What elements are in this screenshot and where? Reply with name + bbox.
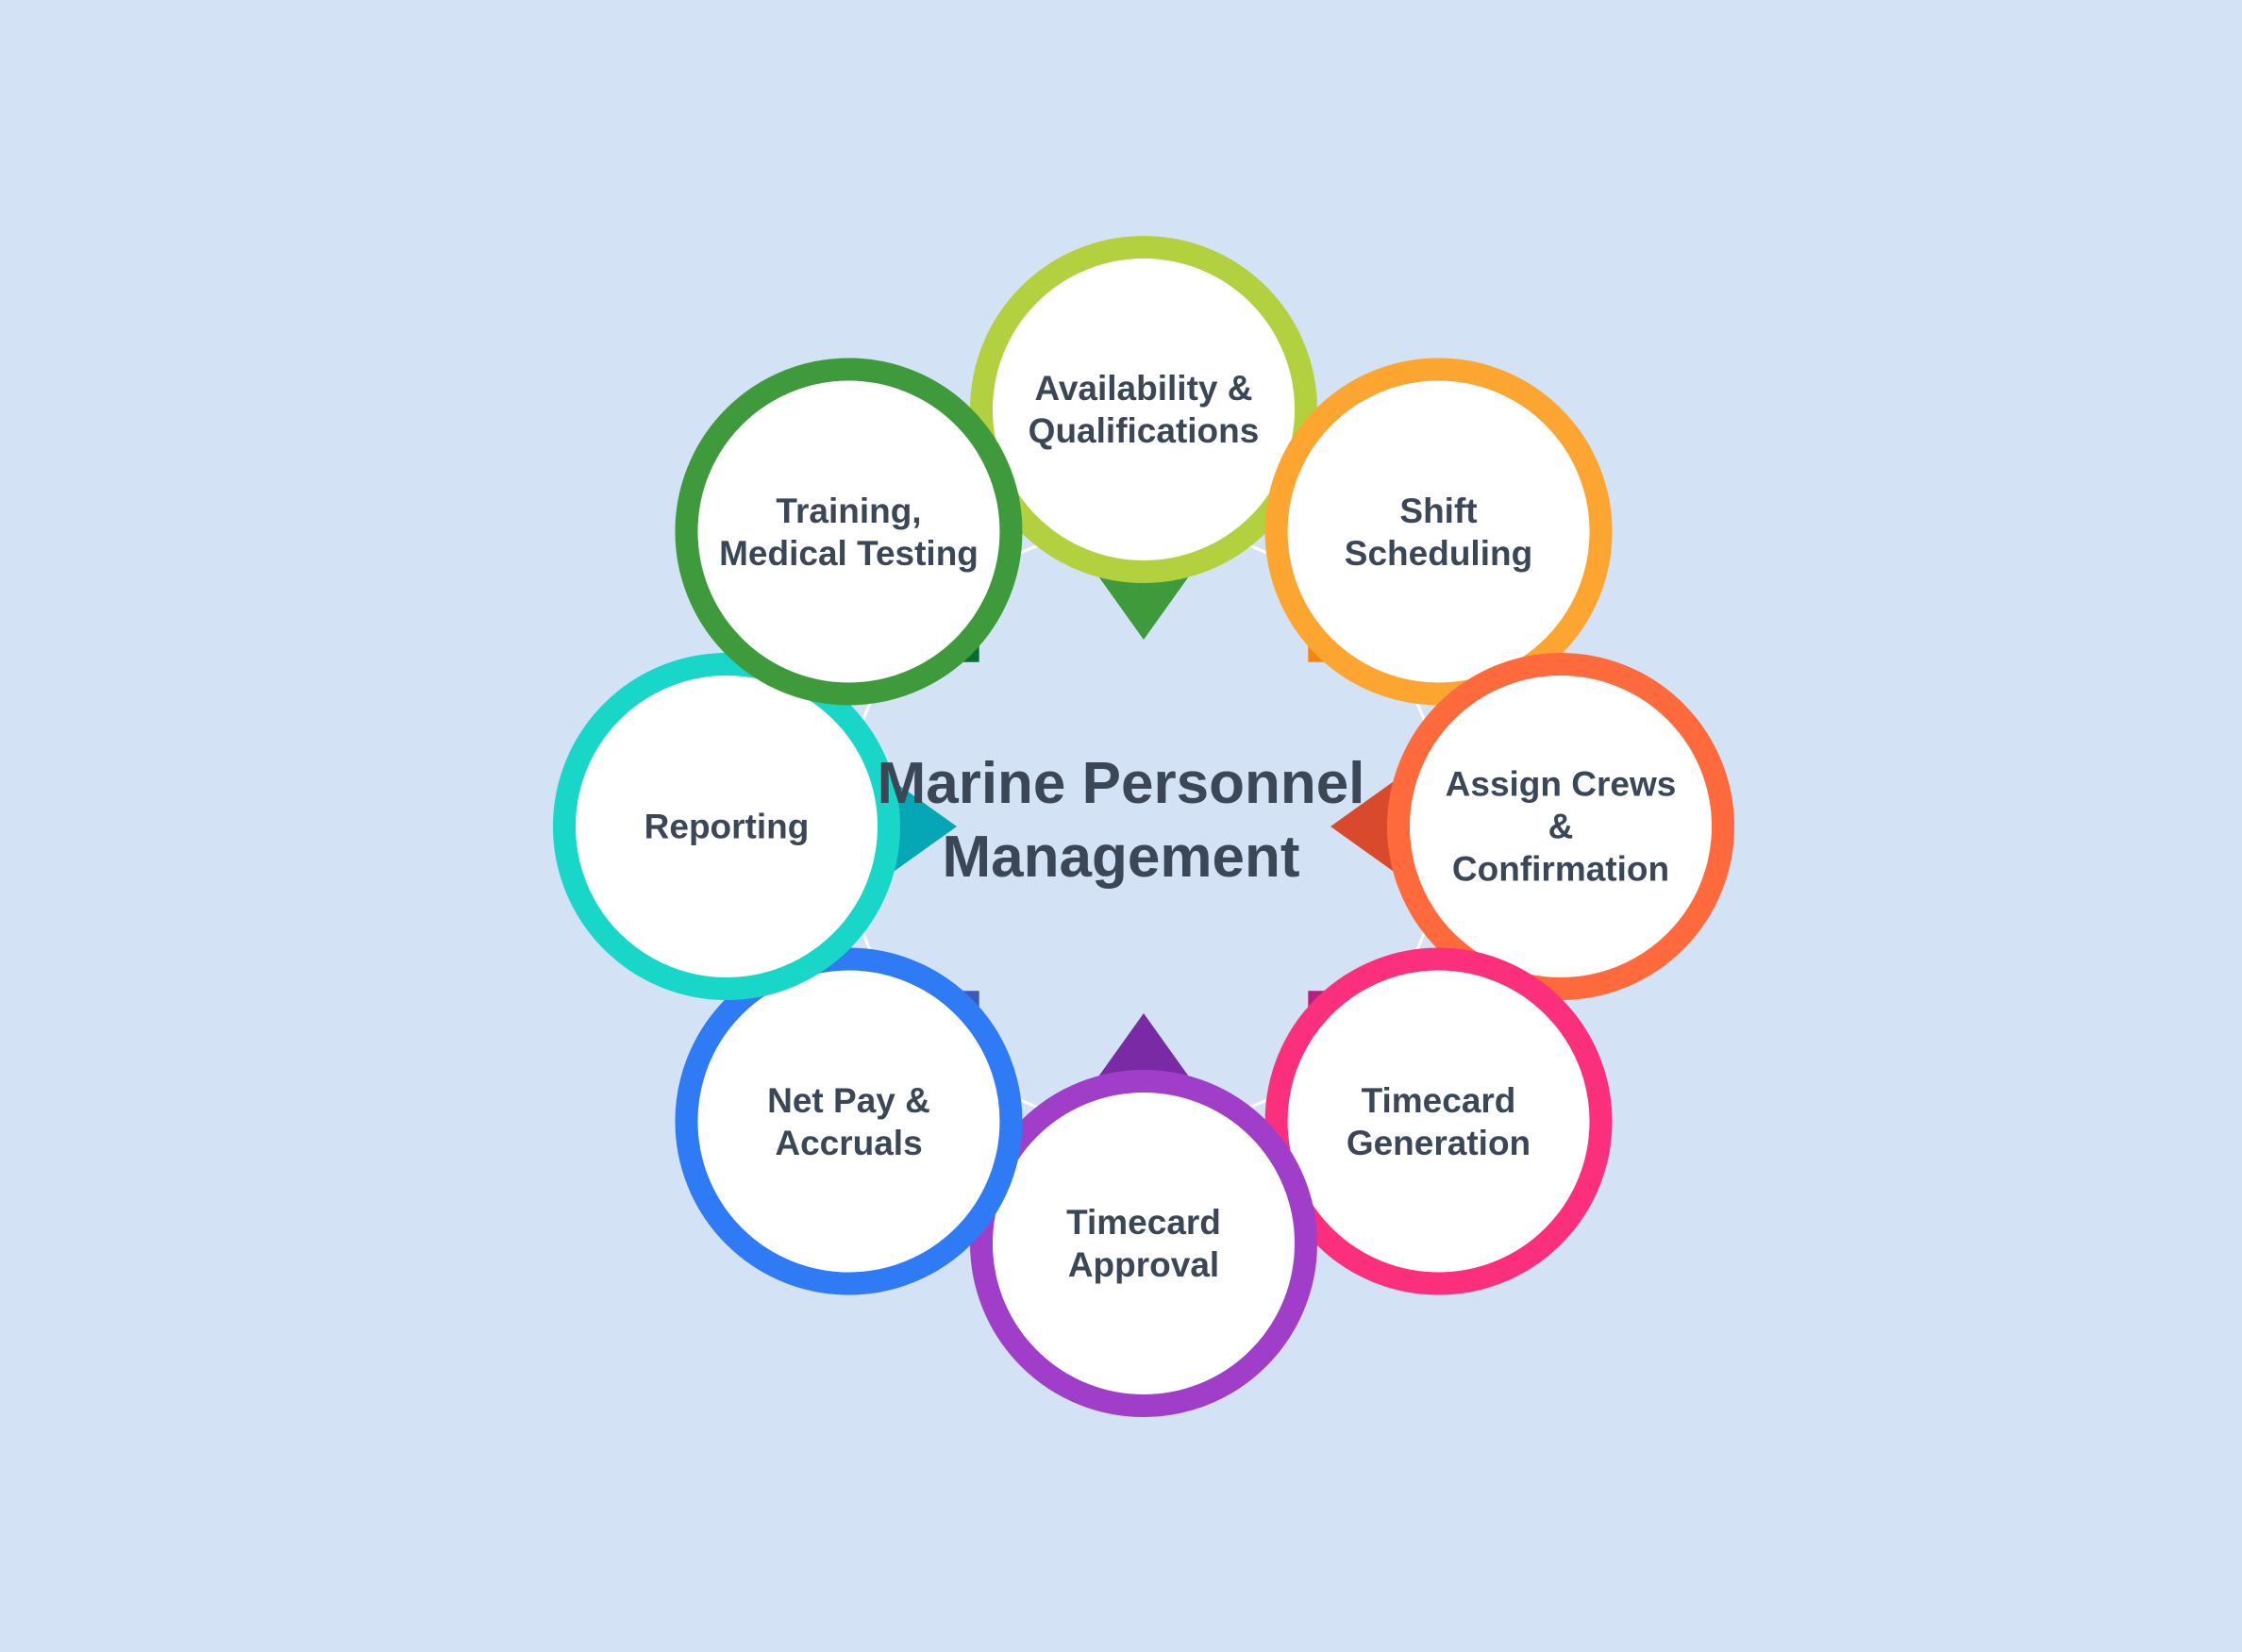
node-label-line: Qualifications: [1028, 411, 1260, 450]
node-label-line: Shift: [1399, 491, 1478, 530]
node-label-line: Training,: [776, 491, 922, 530]
node-timecard-approval: [970, 1013, 1317, 1417]
node-label-line: Availability &: [1034, 369, 1253, 408]
node-label-net-pay-accruals: Net Pay &Accruals: [717, 1079, 981, 1164]
node-label-line: Generation: [1346, 1123, 1531, 1162]
node-timecard-generation: [1264, 947, 1613, 1295]
center-title-line-2: Management: [942, 825, 1300, 890]
node-label-line: Assign Crews &: [1445, 764, 1677, 846]
node-label-line: Reporting: [644, 807, 810, 846]
node-circle-timecard-approval: [970, 1070, 1317, 1417]
node-circle-availability-qualifications: [970, 236, 1317, 583]
center-title: Marine Personnel Management: [838, 747, 1404, 894]
center-title-line-1: Marine Personnel: [877, 751, 1365, 816]
node-label-line: Net Pay &: [767, 1080, 930, 1120]
node-circle-assign-crews-confirmation: [1387, 653, 1734, 1000]
node-label-line: Timecard: [1361, 1080, 1516, 1120]
node-training-medical-testing: [675, 358, 1023, 706]
node-circle-net-pay-accruals: [675, 947, 1023, 1295]
node-circle-training-medical-testing: [675, 358, 1023, 706]
node-net-pay-accruals: [675, 947, 1023, 1295]
node-circle-reporting: [553, 653, 900, 1000]
node-circle-shift-scheduling: [1264, 358, 1613, 706]
node-availability-qualifications: [970, 236, 1317, 640]
node-label-line: Confirmation: [1451, 849, 1670, 889]
node-label-reporting: Reporting: [594, 806, 859, 848]
node-circle-timecard-generation: [1264, 947, 1613, 1295]
node-label-line: Medical Testing: [719, 533, 979, 573]
node-label-line: Approval: [1067, 1245, 1220, 1284]
node-label-training-medical-testing: Training,Medical Testing: [717, 490, 981, 575]
node-assign-crews-confirmation: [1330, 653, 1734, 1000]
node-label-assign-crews-confirmation: Assign Crews &Confirmation: [1429, 763, 1693, 891]
node-reporting: [553, 653, 957, 1000]
node-label-line: Accruals: [775, 1123, 923, 1162]
node-label-line: Timecard: [1066, 1203, 1221, 1242]
node-label-availability-qualifications: Availability &Qualifications: [1012, 367, 1276, 452]
node-shift-scheduling: [1264, 358, 1613, 706]
node-label-line: Scheduling: [1344, 533, 1533, 573]
